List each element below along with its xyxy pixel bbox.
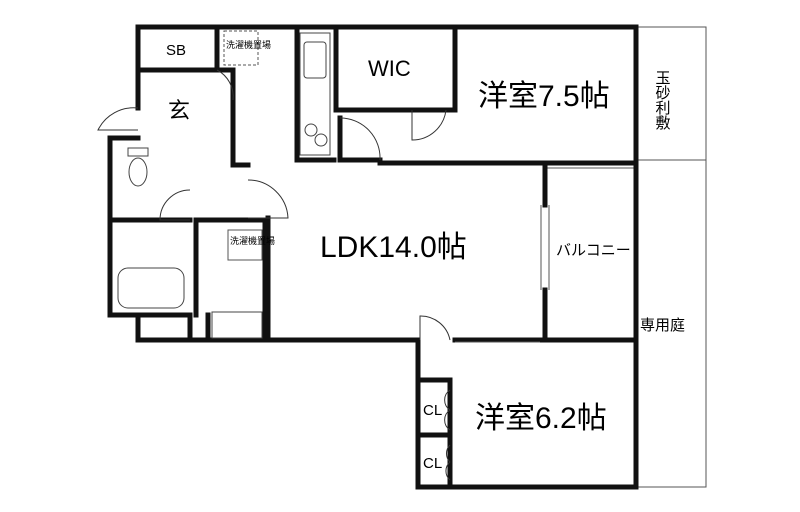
room-label-ldk: LDK14.0帖 bbox=[320, 231, 467, 264]
washbasin bbox=[211, 311, 263, 339]
room-label-western-1: 洋室7.5帖 bbox=[478, 80, 610, 113]
fixtures bbox=[117, 30, 331, 339]
room-label-western-2: 洋室6.2帖 bbox=[475, 402, 607, 435]
stove-burner bbox=[314, 133, 328, 147]
gravel-label: 玉砂利敷 bbox=[654, 70, 671, 131]
kitchen-sink bbox=[303, 41, 327, 79]
room-label-entrance: 玄 bbox=[168, 98, 190, 123]
stove-burner bbox=[304, 123, 318, 137]
room-label-sb: SB bbox=[166, 42, 186, 59]
balcony-label: バルコニー bbox=[556, 242, 631, 259]
washer-label-mid: 洗濯機置場 bbox=[230, 235, 275, 246]
washer-label-top: 洗濯機置場 bbox=[226, 39, 271, 50]
washer-space-mid bbox=[227, 229, 263, 261]
bathtub bbox=[117, 267, 185, 309]
toilet-tank bbox=[127, 147, 149, 157]
private-garden-label: 専用庭 bbox=[640, 317, 685, 334]
toilet-bowl bbox=[128, 157, 148, 187]
room-label-wic: WIC bbox=[368, 56, 411, 81]
washer-space-top bbox=[223, 30, 259, 66]
room-label-cl-2: CL bbox=[423, 455, 442, 472]
walls bbox=[107, 24, 639, 490]
room-label-cl-1: CL bbox=[423, 402, 442, 419]
doors bbox=[97, 69, 451, 481]
